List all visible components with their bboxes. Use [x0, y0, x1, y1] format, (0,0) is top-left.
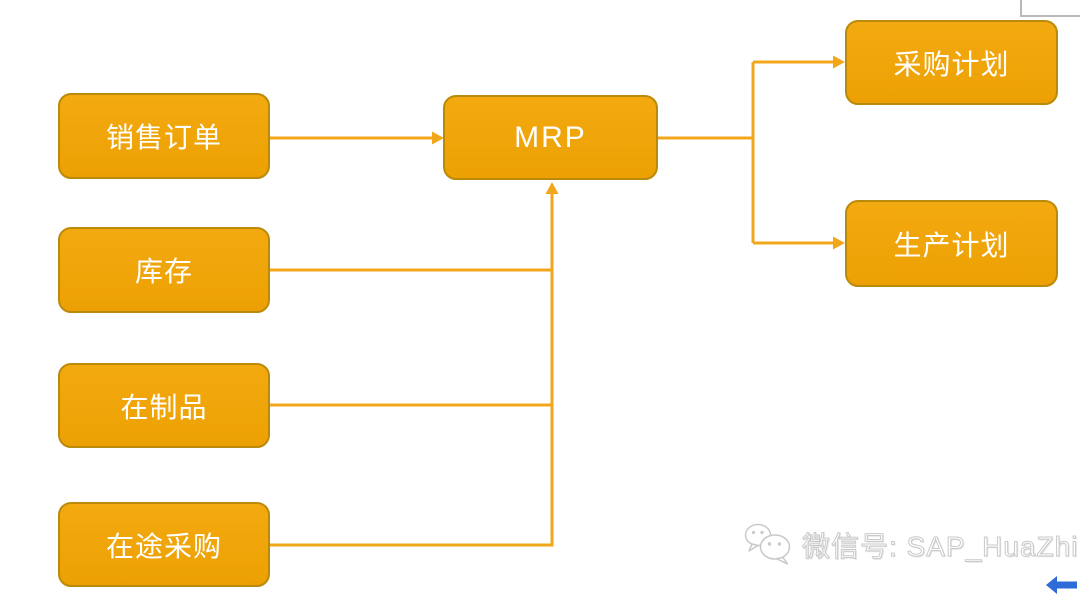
node-production-plan: 生产计划 [845, 200, 1058, 287]
node-production-plan-label: 生产计划 [893, 229, 1010, 261]
arrowhead-into-production-plan [833, 236, 845, 250]
node-sales-order: 销售订单 [58, 93, 270, 179]
watermark: 微信号: SAP_HuaZhi [742, 520, 1078, 570]
node-sales-order-label: 销售订单 [105, 122, 222, 153]
node-wip-label: 在制品 [120, 391, 208, 423]
arrowhead-into-purchase-plan [833, 55, 845, 69]
window-corner-fragment [1020, 0, 1080, 17]
node-in-transit-purchase-label: 在途采购 [105, 530, 222, 562]
node-purchase-plan-label: 采购计划 [893, 48, 1010, 80]
wechat-icon [744, 523, 791, 565]
node-in-transit-purchase: 在途采购 [58, 502, 270, 587]
node-inventory: 库存 [58, 227, 270, 313]
node-purchase-plan: 采购计划 [845, 20, 1058, 105]
node-mrp-label: MRP [514, 120, 587, 154]
arrow-left-icon[interactable] [1046, 575, 1078, 595]
arrowhead-into-mrp-bottom [545, 182, 559, 194]
node-inventory-label: 库存 [134, 256, 193, 287]
node-mrp: MRP [443, 95, 658, 180]
watermark-text: 微信号: SAP_HuaZhi [801, 531, 1079, 563]
node-wip: 在制品 [58, 363, 270, 448]
arrowhead-into-mrp-left [432, 131, 444, 145]
